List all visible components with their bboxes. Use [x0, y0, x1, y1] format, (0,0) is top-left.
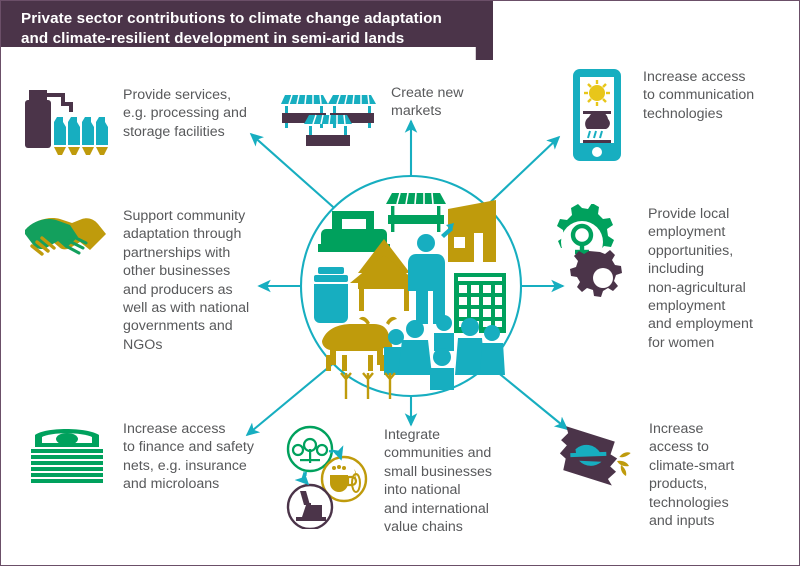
- node-provide-services: Provide services, e.g. processing and st…: [23, 85, 273, 157]
- center-icon-cluster: [314, 192, 506, 399]
- market-stalls-icon: [281, 94, 376, 146]
- pitchfork-icon: [340, 372, 396, 399]
- title-line-1: Private sector contributions to climate …: [21, 10, 442, 27]
- milk-churn-icon: [314, 267, 348, 323]
- node-finance-safety-nets: Increase access to finance and safety ne…: [25, 419, 280, 494]
- seed-packet-icon: [559, 426, 631, 486]
- node-value-chains: Integrate communities and small business…: [284, 425, 519, 536]
- node-label-local-employment: Provide local employment opportunities, …: [648, 206, 753, 351]
- processing-storage-facility-icon: [25, 90, 108, 155]
- warehouse-icon: [448, 200, 496, 262]
- node-label-communication-technologies: Increase access to communication technol…: [643, 69, 755, 122]
- banknote-stack-icon: [31, 429, 103, 483]
- gears-gender-icon: [557, 204, 622, 297]
- node-support-community-adaptation: Support community adaptation through par…: [23, 206, 273, 354]
- handshake-icon: [25, 218, 106, 256]
- node-label-create-new-markets: Create new markets: [391, 85, 464, 120]
- node-label-provide-services: Provide services, e.g. processing and st…: [123, 87, 247, 140]
- cow-icon: [322, 316, 397, 371]
- node-label-climate-smart-inputs: Increase access to climate-smart product…: [649, 421, 735, 530]
- smartphone-weather-icon: [573, 69, 621, 161]
- market-stall-icon: [386, 192, 446, 232]
- node-climate-smart-inputs: Increase access to climate-smart product…: [549, 419, 799, 530]
- title-banner: Private sector contributions to climate …: [1, 1, 493, 60]
- title-line-2: and climate-resilient development in sem…: [21, 30, 405, 47]
- node-local-employment: Provide local employment opportunities, …: [546, 204, 796, 352]
- value-chain-icon: [286, 425, 368, 529]
- node-create-new-markets: Create new markets: [281, 83, 491, 155]
- node-label-finance-safety-nets: Increase access to finance and safety ne…: [123, 421, 254, 493]
- shelter-icon: [350, 239, 418, 311]
- node-label-support-community-adaptation: Support community adaptation through par…: [123, 208, 250, 353]
- farmer-icon: [408, 223, 454, 324]
- community-group-icon: [384, 315, 505, 390]
- sewing-machine-icon: [318, 211, 390, 252]
- node-communication-technologies: Increase access to communication technol…: [567, 67, 792, 163]
- node-label-value-chains: Integrate communities and small business…: [384, 427, 493, 536]
